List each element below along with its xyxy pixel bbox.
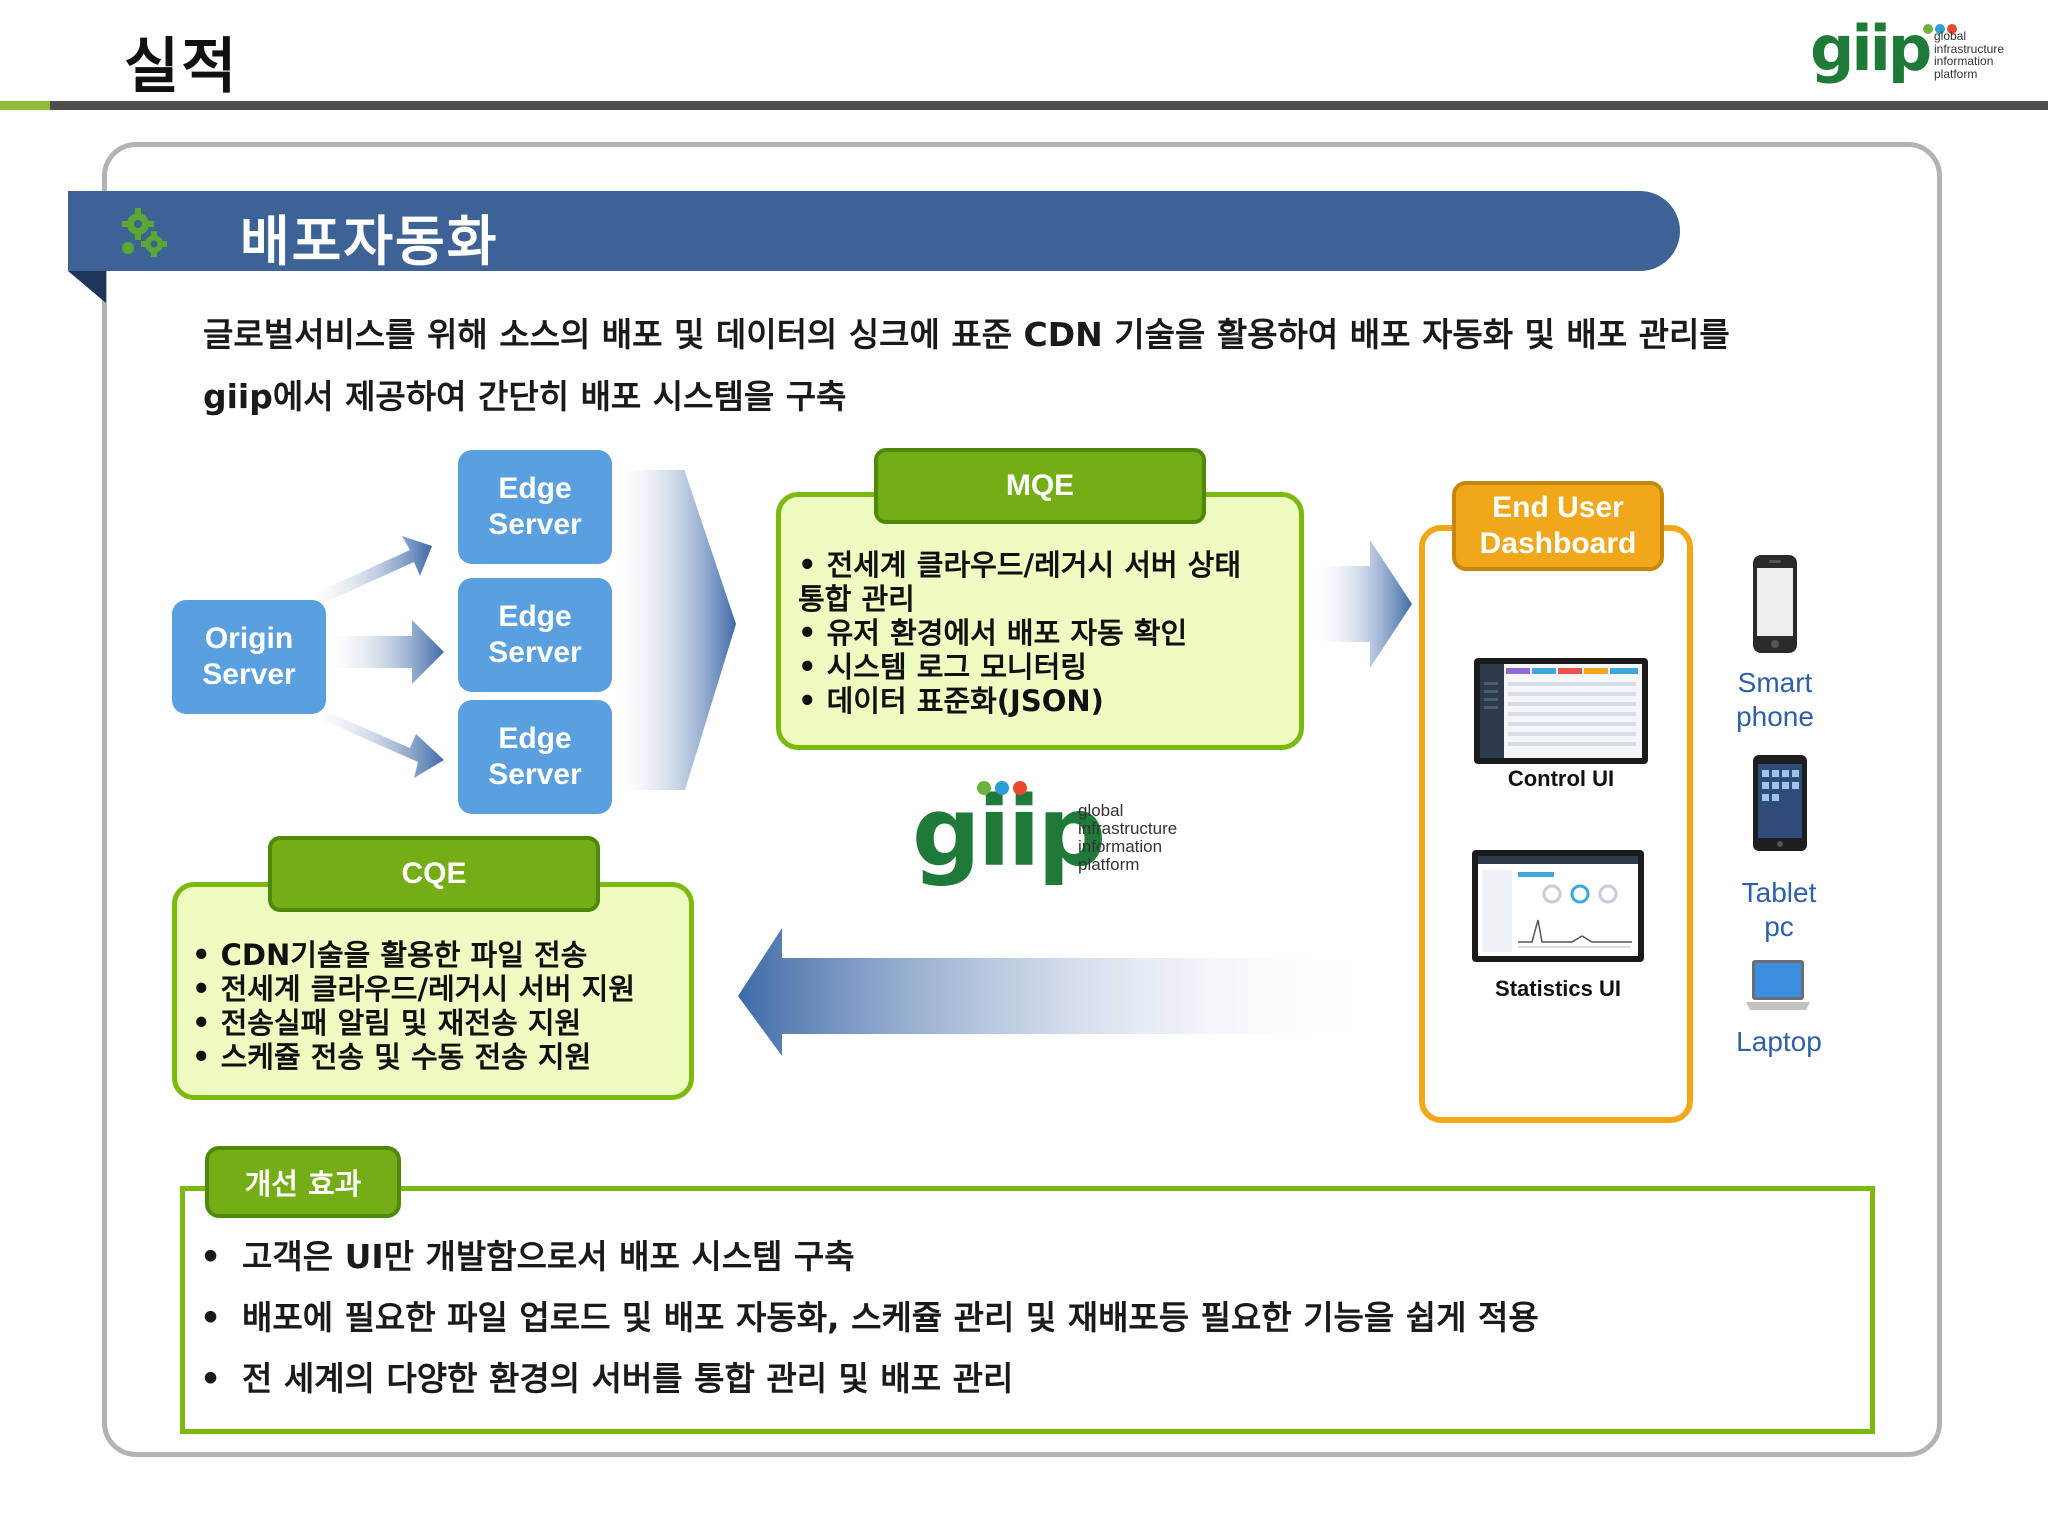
cqe-bullets: • CDN기술을 활용한 파일 전송 • 전세계 클라우드/레거시 서버 지원 … xyxy=(192,938,635,1074)
tablet-icon xyxy=(1752,754,1808,852)
statistics-ui-screen xyxy=(1472,850,1644,962)
arrow-origin-edge-3 xyxy=(300,700,444,778)
giip-center-logo: giip global infrastructure information p… xyxy=(912,776,1202,890)
section-ribbon xyxy=(68,191,1680,271)
dashboard-frame xyxy=(1419,525,1693,1123)
header-divider-accent xyxy=(0,101,50,110)
gear-icon xyxy=(116,204,172,260)
cqe-bullet: • CDN기술을 활용한 파일 전송 xyxy=(192,938,588,972)
control-ui-screen xyxy=(1474,658,1648,764)
cqe-bullet: • 전송실패 알림 및 재전송 지원 xyxy=(192,1006,582,1040)
description-line-1: 글로벌서비스를 위해 소스의 배포 및 데이터의 싱크에 표준 CDN 기술을 … xyxy=(203,315,1730,354)
arrow-edges-to-mqe xyxy=(610,470,736,790)
mqe-bullet: • 전세계 클라우드/레거시 서버 상태 xyxy=(798,548,1242,582)
page-title: 실적 xyxy=(124,32,239,102)
smartphone-icon xyxy=(1752,554,1798,654)
cqe-box xyxy=(172,882,694,1100)
tablet-label: Tablet pc xyxy=(1741,877,1817,942)
dashboard-title: End User Dashboard xyxy=(1452,481,1664,571)
laptop-icon xyxy=(1744,958,1812,1014)
arrow-mqe-to-dashboard xyxy=(1308,540,1412,668)
effect-bullet: • xyxy=(200,1298,222,1337)
mqe-bullet: 통합 관리 xyxy=(798,582,915,616)
giip-logo: giip global infrastructure information p… xyxy=(1810,12,2020,88)
arrow-origin-edge-1 xyxy=(300,536,432,612)
effects-title: 개선 효과 xyxy=(205,1146,401,1218)
origin-server: Origin Server xyxy=(172,600,326,714)
center-logo-word: giip xyxy=(912,776,1106,888)
cqe-bullet: • 스케쥴 전송 및 수동 전송 지원 xyxy=(192,1040,592,1074)
effect-item-1: •고객은 UI만 개발함으로서 배포 시스템 구축 xyxy=(200,1237,855,1276)
mqe-bullet: • 데이터 표준화(JSON) xyxy=(798,684,1104,718)
effect-bullet: • xyxy=(200,1359,222,1398)
effect-bullet: • xyxy=(200,1237,222,1276)
effect-item-2: •배포에 필요한 파일 업로드 및 배포 자동화, 스케쥴 관리 및 재배포등 … xyxy=(200,1298,1539,1337)
effects-box xyxy=(180,1186,1875,1434)
arrow-origin-edge-2 xyxy=(320,620,444,684)
mqe-title: MQE xyxy=(874,448,1206,524)
center-logo-tagline: global infrastructure information platfo… xyxy=(1078,801,1178,874)
edge-server-2: Edge Server xyxy=(458,578,612,692)
mqe-bullet: • 시스템 로그 모니터링 xyxy=(798,650,1087,684)
mqe-bullet: • 유저 환경에서 배포 자동 확인 xyxy=(798,616,1188,650)
mqe-bullets: • 전세계 클라우드/레거시 서버 상태 통합 관리 • 유저 환경에서 배포 … xyxy=(798,548,1241,718)
edge-server-1: Edge Server xyxy=(458,450,612,564)
section-title: 배포자동화 xyxy=(240,210,499,273)
edge-server-3: Edge Server xyxy=(458,700,612,814)
description-line-2: giip에서 제공하여 간단히 배포 시스템을 구축 xyxy=(203,377,847,416)
statistics-ui-label: Statistics UI xyxy=(1495,976,1621,1001)
control-ui-label: Control UI xyxy=(1507,766,1615,791)
arrow-dashboard-to-cqe xyxy=(738,928,1380,1056)
header-divider xyxy=(0,101,2048,110)
logo-tagline: global infrastructure information platfo… xyxy=(1934,29,2005,81)
logo-word: giip xyxy=(1810,12,1932,85)
effect-item-3: •전 세계의 다양한 환경의 서버를 통합 관리 및 배포 관리 xyxy=(200,1359,1014,1398)
cqe-title: CQE xyxy=(268,836,600,912)
logo-dots-icon xyxy=(1922,20,1962,34)
cqe-bullet: • 전세계 클라우드/레거시 서버 지원 xyxy=(192,972,636,1006)
smartphone-label: Smart phone xyxy=(1736,667,1814,732)
laptop-label: Laptop xyxy=(1736,1026,1822,1057)
ribbon-fold xyxy=(68,271,106,303)
logo-dots-icon xyxy=(976,780,1032,796)
